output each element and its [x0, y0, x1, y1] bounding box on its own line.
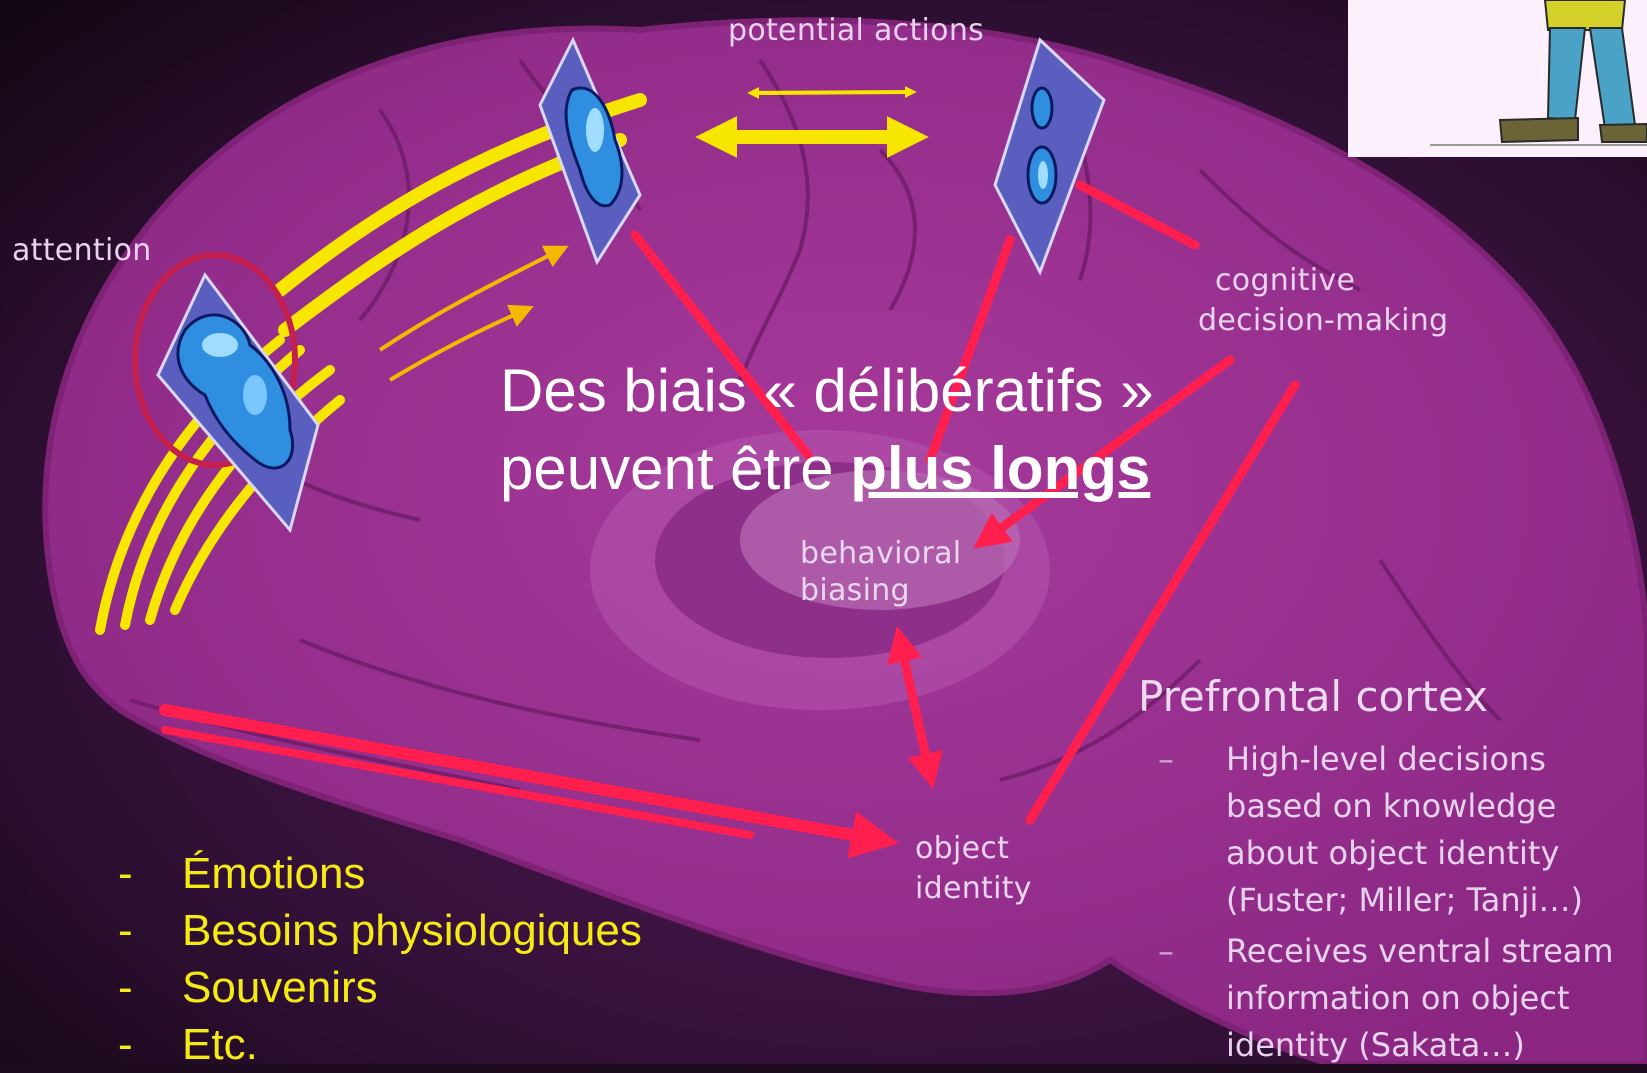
- label-potential-actions: potential actions: [728, 12, 984, 50]
- factor-list: -Émotions -Besoins physiologiques -Souve…: [118, 845, 642, 1073]
- prefrontal-cortex-title: Prefrontal cortex: [1138, 672, 1488, 721]
- label-decision-making: decision-making: [1198, 302, 1448, 340]
- cartoon-figure: [1348, 0, 1647, 157]
- list-dash: -: [118, 845, 133, 902]
- list-item-text: Etc.: [182, 1020, 258, 1069]
- list-dash: -: [118, 902, 133, 959]
- label-identity: identity: [915, 870, 1032, 908]
- label-behavioral: behavioral: [800, 535, 961, 573]
- label-object: object: [915, 830, 1009, 868]
- headline-line-1: Des biais « délibératifs »: [500, 352, 1260, 430]
- list-item: – High-level decisions based on knowledge…: [1158, 736, 1647, 924]
- list-item-text: Besoins physiologiques: [182, 906, 642, 955]
- action-arrow-thin: [752, 92, 912, 93]
- list-item-text: Receives ventral stream information on o…: [1226, 932, 1614, 1064]
- headline-line-2-prefix: peuvent être: [500, 435, 850, 502]
- label-cognitive: cognitive: [1215, 262, 1355, 300]
- list-item-text: Souvenirs: [182, 963, 378, 1012]
- headline-line-2: peuvent être plus longs: [500, 430, 1260, 508]
- list-item: -Souvenirs: [118, 959, 642, 1016]
- list-dash: –: [1158, 928, 1174, 975]
- label-biasing: biasing: [800, 572, 910, 610]
- list-dash: -: [118, 1016, 133, 1073]
- list-item: -Etc.: [118, 1016, 642, 1073]
- slide-headline: Des biais « délibératifs » peuvent être …: [500, 352, 1260, 508]
- list-dash: -: [118, 959, 133, 1016]
- list-item-text: Émotions: [182, 849, 365, 898]
- list-item: -Émotions: [118, 845, 642, 902]
- list-dash: –: [1158, 736, 1174, 783]
- list-item-text: High-level decisions based on knowledge …: [1226, 740, 1583, 919]
- prefrontal-cortex-list: – High-level decisions based on knowledge…: [1158, 736, 1647, 1073]
- list-item: -Besoins physiologiques: [118, 902, 642, 959]
- headline-emphasis: plus longs: [850, 435, 1150, 502]
- label-attention: attention: [12, 232, 152, 270]
- list-item: – Receives ventral stream information on …: [1158, 928, 1647, 1069]
